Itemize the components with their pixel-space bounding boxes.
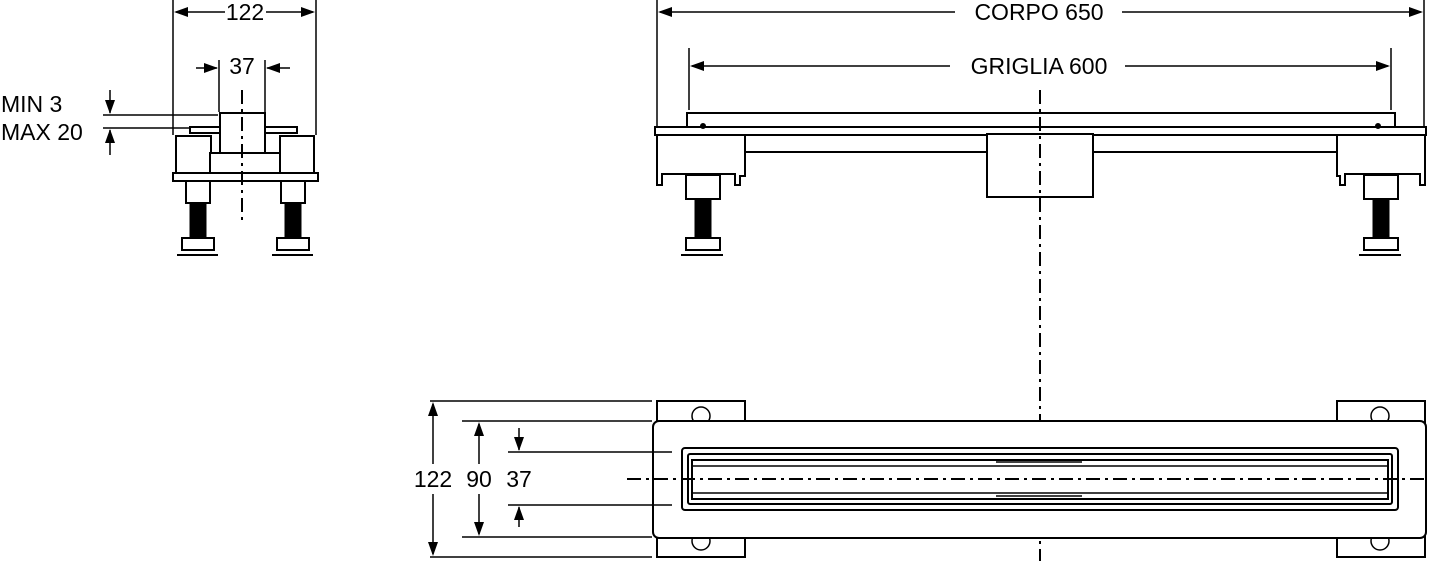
side-slot-dimension: 37 [196,53,290,112]
side-drain-body [172,112,319,256]
side-width-label: 122 [226,0,264,25]
grate-length-label: GRIGLIA 600 [971,53,1108,79]
plan-width-dimension: 122 [414,402,452,556]
height-adjust-dimension: MIN 3 MAX 20 [1,90,218,155]
plan-inner-label: 90 [466,466,492,492]
body-length-dimension: CORPO 650 [658,0,1423,25]
side-width-dimension: 122 [174,0,315,25]
grate-length-dimension: GRIGLIA 600 [690,53,1390,79]
plan-inner-dimension: 90 [466,422,492,536]
side-view: 122 37 MIN 3 MAX 20 [1,0,319,256]
plan-slot-label: 37 [506,466,532,492]
side-slot-label: 37 [229,53,255,79]
max-label: MAX 20 [1,119,83,145]
plan-slot-dimension: 37 [506,428,532,527]
min-label: MIN 3 [1,91,62,117]
plan-view: 122 90 37 [414,400,1429,558]
plan-width-label: 122 [414,466,452,492]
body-length-label: CORPO 650 [974,0,1103,25]
